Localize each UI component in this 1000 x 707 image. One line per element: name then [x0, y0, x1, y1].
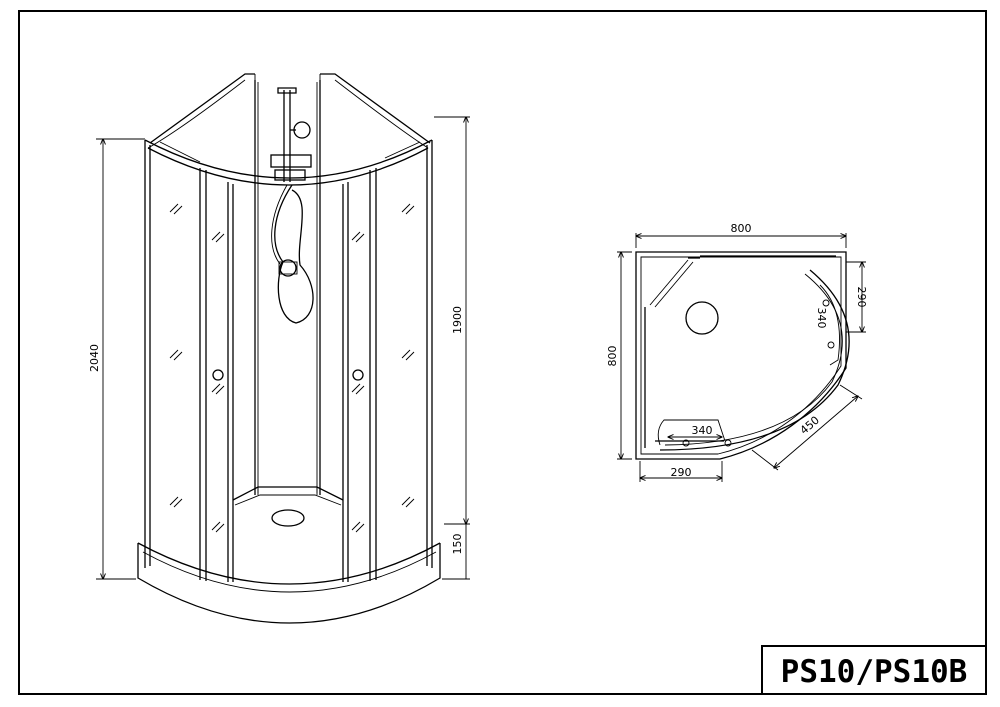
sheet-border: [18, 10, 987, 695]
plan-view: 800 800 290 340 340 290 450: [606, 222, 868, 482]
dim-panel-height: 1900: [451, 306, 464, 334]
dim-side-290: 290: [855, 287, 868, 308]
plan-drain-icon: [685, 301, 719, 335]
drain-icon: [271, 509, 305, 527]
top-frame: [144, 139, 433, 179]
dim-plan-width: 800: [731, 222, 752, 235]
dim-bottom-340: 340: [692, 424, 713, 437]
dim-door-450: 450: [798, 414, 822, 437]
dim-plan-depth: 800: [606, 346, 619, 367]
dim-side-340: 340: [815, 308, 828, 329]
shower-tray: [137, 543, 441, 624]
door-handle-icon: [352, 369, 364, 381]
dim-bottom-290: 290: [671, 466, 692, 479]
title-block: [761, 645, 987, 695]
elevation-view: 2040 1900 150: [88, 73, 470, 624]
shower-bracket: [270, 154, 312, 168]
model-code: PS10/PS10B: [781, 654, 968, 690]
dim-total-height: 2040: [88, 344, 101, 372]
riser-pipe: [283, 90, 291, 182]
shower-hose-icon: [274, 184, 314, 324]
door-handle-icon: [212, 369, 224, 381]
shower-head-icon: [293, 121, 311, 139]
mixer-valve-icon: [279, 259, 297, 277]
dim-tray-height: 150: [451, 534, 464, 555]
